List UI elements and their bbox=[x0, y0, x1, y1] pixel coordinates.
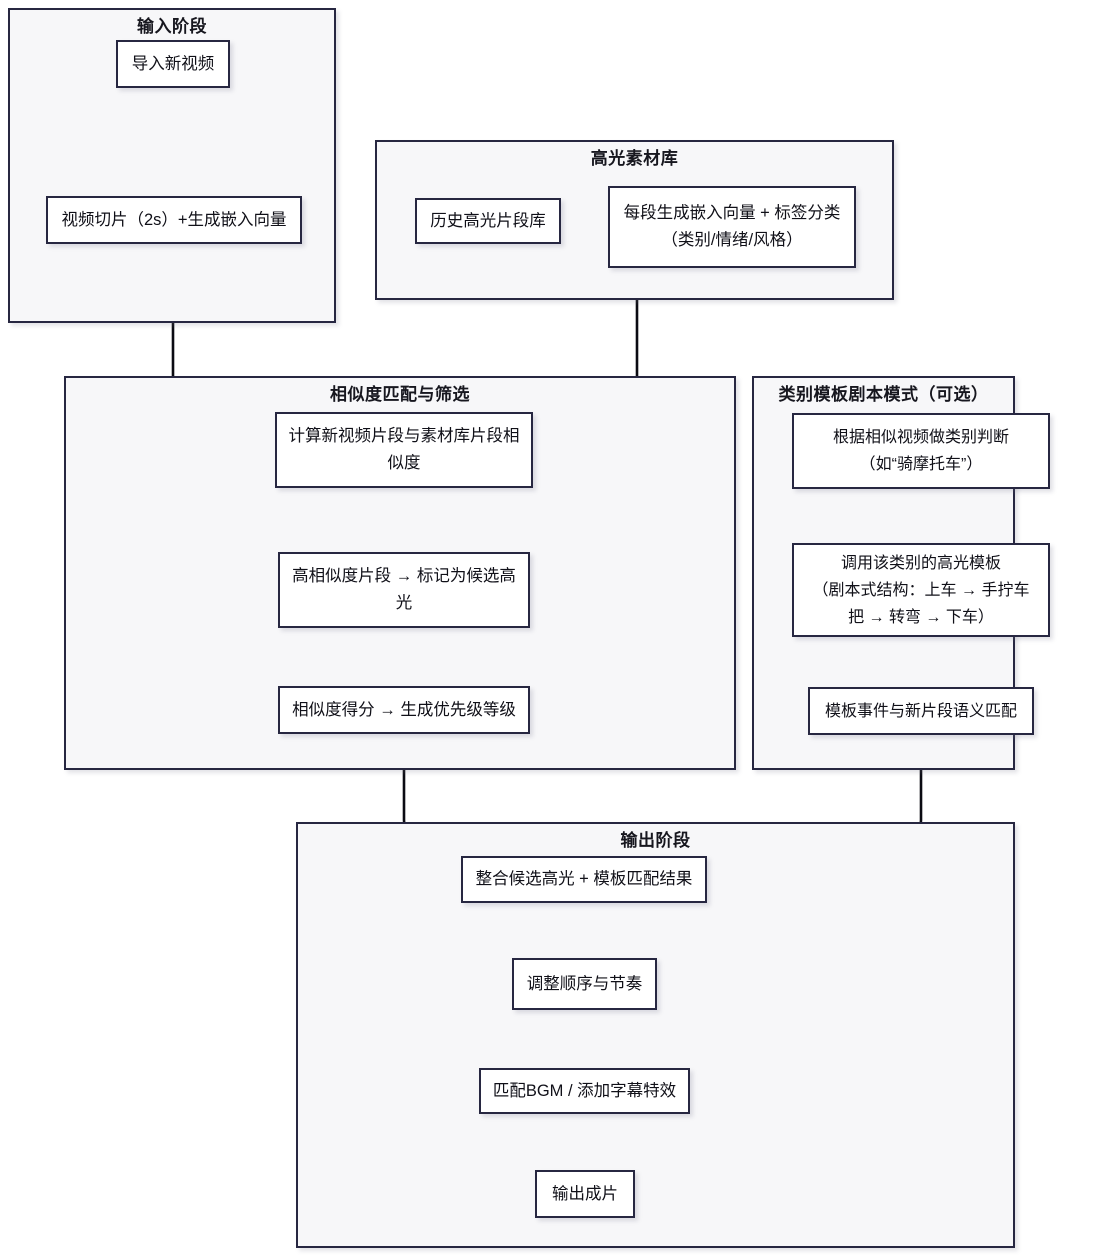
group-title-input-stage: 输入阶段 bbox=[137, 17, 207, 36]
node-category-judge[interactable]: 根据相似视频做类别判断 （如“骑摩托车”） bbox=[792, 413, 1050, 489]
node-compute-similarity[interactable]: 计算新视频片段与素材库片段相 似度 bbox=[275, 412, 533, 488]
node-call-template[interactable]: 调用该类别的高光模板 （剧本式结构：上车 → 手拧车 把 → 转弯 → 下车） bbox=[792, 543, 1050, 637]
node-history-clips[interactable]: 历史高光片段库 bbox=[415, 198, 561, 244]
group-title-similarity-match: 相似度匹配与筛选 bbox=[330, 385, 470, 404]
node-import-video[interactable]: 导入新视频 bbox=[116, 40, 230, 88]
node-adjust-order[interactable]: 调整顺序与节奏 bbox=[512, 958, 657, 1010]
node-embed-tag[interactable]: 每段生成嵌入向量 + 标签分类 （类别/情绪/风格） bbox=[608, 186, 856, 268]
node-slice-embed[interactable]: 视频切片（2s）+生成嵌入向量 bbox=[46, 196, 302, 244]
group-title-output-stage: 输出阶段 bbox=[620, 831, 691, 850]
group-title-template-script-mode: 类别模板剧本模式（可选） bbox=[778, 385, 989, 404]
node-mark-candidate[interactable]: 高相似度片段 → 标记为候选高 光 bbox=[278, 552, 530, 628]
node-merge-results[interactable]: 整合候选高光 + 模板匹配结果 bbox=[461, 856, 707, 903]
node-priority-rank[interactable]: 相似度得分 → 生成优先级等级 bbox=[278, 686, 530, 734]
node-final-output[interactable]: 输出成片 bbox=[535, 1170, 635, 1218]
node-match-bgm[interactable]: 匹配BGM / 添加字幕特效 bbox=[479, 1068, 690, 1114]
node-semantic-match[interactable]: 模板事件与新片段语义匹配 bbox=[808, 687, 1034, 735]
group-title-highlight-library: 高光素材库 bbox=[590, 149, 679, 168]
